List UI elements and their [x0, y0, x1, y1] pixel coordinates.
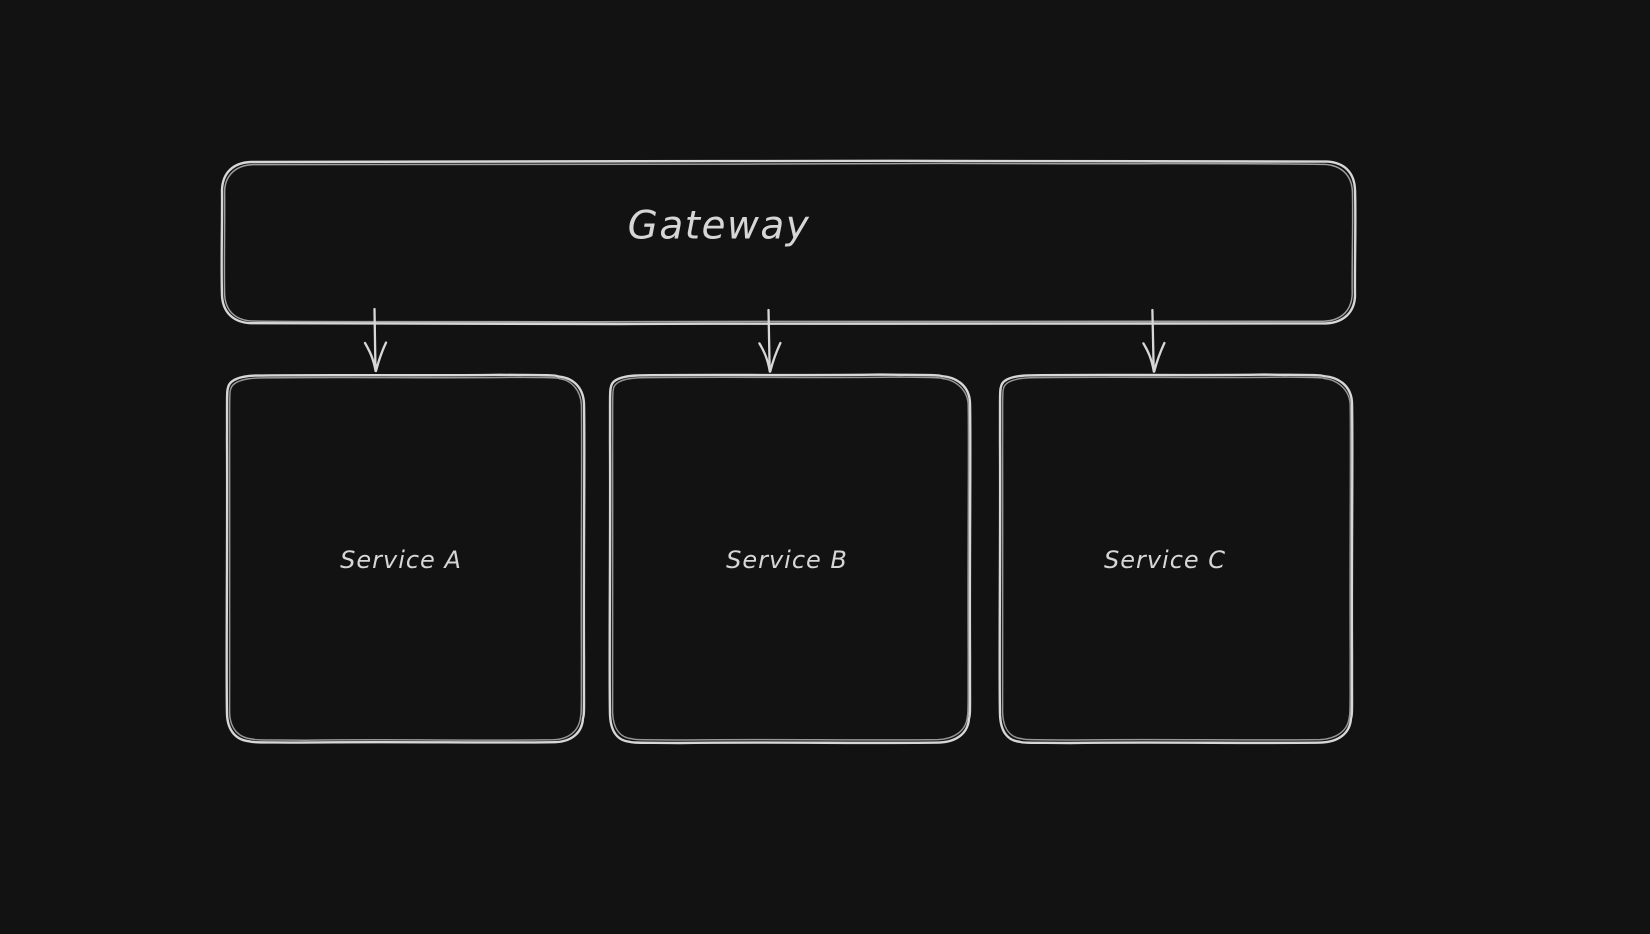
- edge-gateway-to-service-c-arrowhead: [1142, 341, 1166, 373]
- edge-gateway-to-service-b-arrowhead: [758, 341, 782, 373]
- service-a-outline-stroke-2: [228, 376, 583, 741]
- node-service-a-label: Service A: [340, 546, 462, 574]
- service-a-outline-stroke-1: [225, 373, 586, 744]
- edge-gateway-to-service-c-line: [1151, 308, 1155, 368]
- node-service-c-label: Service C: [1103, 546, 1227, 574]
- edge-gateway-to-service-b[interactable]: [758, 308, 782, 373]
- node-service-a[interactable]: [227, 375, 584, 742]
- node-service-b[interactable]: [610, 375, 970, 742]
- gateway-outline-stroke-1: [220, 159, 1357, 326]
- edge-gateway-to-service-a-arrowhead: [363, 341, 388, 373]
- service-b-outline-stroke-1: [608, 373, 972, 745]
- node-service-a-shape[interactable]: [225, 373, 586, 744]
- node-gateway[interactable]: [222, 161, 1355, 324]
- edge-gateway-to-service-a-line: [373, 307, 377, 368]
- node-service-c[interactable]: [1000, 375, 1352, 742]
- node-gateway-label: Gateway: [627, 203, 811, 249]
- service-c-outline-stroke-1: [998, 373, 1354, 745]
- service-c-outline-stroke-2: [1001, 376, 1352, 741]
- node-service-b-label: Service B: [726, 546, 848, 574]
- edge-gateway-to-service-b-line: [767, 308, 771, 368]
- node-service-b-shape[interactable]: [608, 373, 972, 745]
- service-b-outline-stroke-2: [611, 376, 970, 741]
- node-service-c-shape[interactable]: [998, 373, 1354, 745]
- edge-gateway-to-service-a[interactable]: [363, 307, 388, 373]
- node-gateway-shape[interactable]: [220, 159, 1357, 326]
- edge-gateway-to-service-c[interactable]: [1142, 308, 1166, 373]
- gateway-outline-stroke-2: [223, 162, 1354, 323]
